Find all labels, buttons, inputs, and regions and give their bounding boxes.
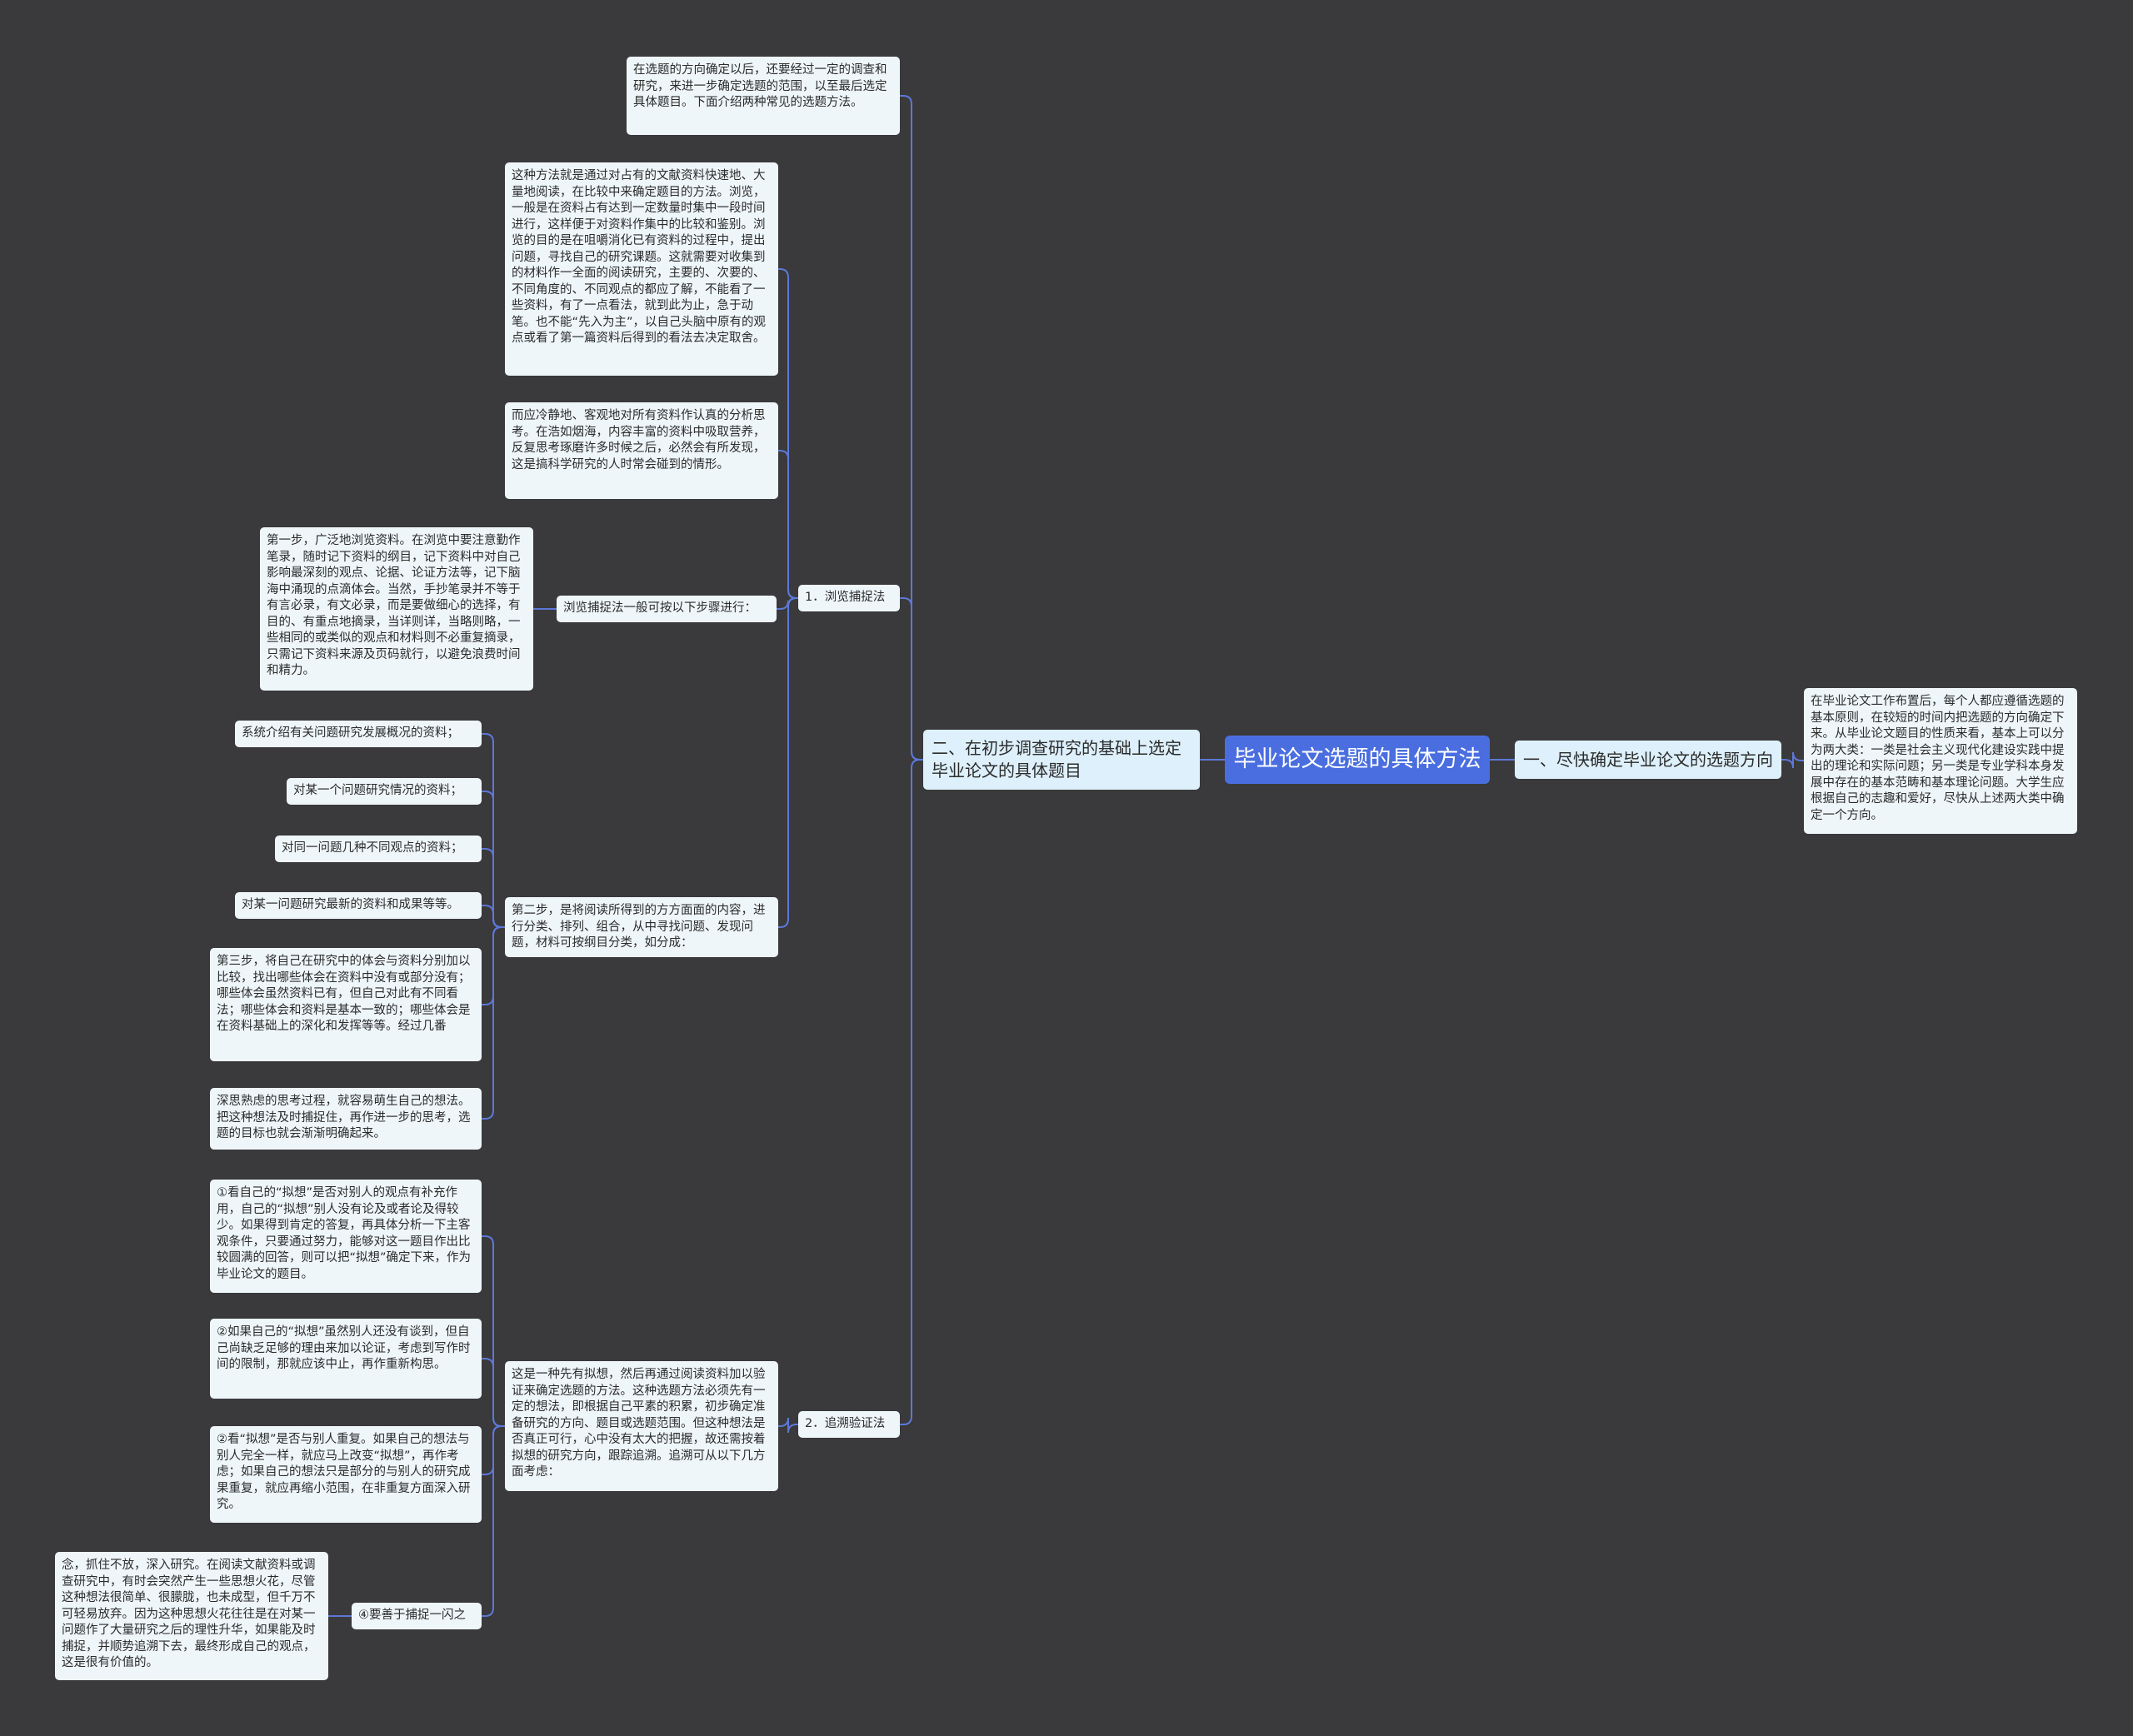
connector-line [482,905,505,928]
browse-analysis-note[interactable]: 而应冷静地、客观地对所有资料作认真的分析思考。在浩如烟海，内容丰富的资料中吸取营… [505,402,778,499]
category-item[interactable]: 对某一问题研究最新的资料和成果等等。 [235,892,482,919]
category-item[interactable]: 系统介绍有关问题研究发展概况的资料； [235,721,482,747]
trace-point-1[interactable]: ①看自己的“拟想”是否对别人的观点有补充作用，自己的“拟想”别人没有论及或者论及… [210,1180,482,1293]
intro-note[interactable]: 在选题的方向确定以后，还要经过一定的调查和研究，来进一步确定选题的范围，以至最后… [627,57,900,135]
browse-steps-label[interactable]: 浏览捕捉法一般可按以下步骤进行： [557,596,777,622]
method-trace-verify[interactable]: 2．追溯验证法 [798,1411,900,1438]
trace-point-4-detail[interactable]: 念，抓住不放，深入研究。在阅读文献资料或调查研究中，有时会突然产生一些思想火花，… [55,1552,328,1680]
step-one[interactable]: 第一步，广泛地浏览资料。在浏览中要注意勤作笔录，随时记下资料的纲目，记下资料中对… [260,527,533,691]
category-item[interactable]: 对同一问题几种不同观点的资料； [275,836,482,862]
branch-direction[interactable]: 一、尽快确定毕业论文的选题方向 [1515,741,1781,779]
connector-line [900,759,923,1425]
connector-line [900,597,923,761]
trace-point-3[interactable]: ②看“拟想”是否与别人重复。如果自己的想法与别人完全一样，就应马上改变“拟想”，… [210,1426,482,1523]
connector-line [482,1425,505,1617]
trace-description[interactable]: 这是一种先有拟想，然后再通过阅读资料加以验证来确定选题的方法。这种选题方法必须先… [505,1361,778,1491]
connector-line [778,597,798,928]
trace-point-4[interactable]: ④要善于捕捉一闪之 [352,1603,482,1629]
branch-direction-detail[interactable]: 在毕业论文工作布置后，每个人都应遵循选题的基本原则，在较短的时间内把选题的方向确… [1804,688,2077,834]
browse-description[interactable]: 这种方法就是通过对占有的文献资料快速地、大量地阅读，在比较中来确定题目的方法。浏… [505,162,778,376]
step-two[interactable]: 第二步，是将阅读所得到的方方面面的内容，进行分类、排列、组合，从中寻找问题、发现… [505,897,778,957]
branch-select-topic[interactable]: 二、在初步调查研究的基础上选定毕业论文的具体题目 [923,730,1200,790]
trace-point-2[interactable]: ②如果自己的“拟想”虽然别人还没有谈到，但自己尚缺乏足够的理由来加以论证，考虑到… [210,1319,482,1399]
method-browse-capture[interactable]: 1．浏览捕捉法 [798,585,900,611]
connector-line [482,926,505,1120]
category-item[interactable]: 对某一个问题研究情况的资料； [287,778,482,805]
connector-line [482,1358,505,1427]
root-node[interactable]: 毕业论文选题的具体方法 [1225,736,1490,784]
step-three-continued[interactable]: 深思熟虑的思考过程，就容易萌生自己的想法。把这种想法及时捕捉住，再作进一步的思考… [210,1088,482,1150]
connector-line [778,450,798,599]
connector-line [1781,751,1804,769]
connector-line [778,1417,798,1434]
step-three[interactable]: 第三步，将自己在研究中的体会与资料分别加以比较，找出哪些体会在资料中没有或部分没… [210,948,482,1061]
